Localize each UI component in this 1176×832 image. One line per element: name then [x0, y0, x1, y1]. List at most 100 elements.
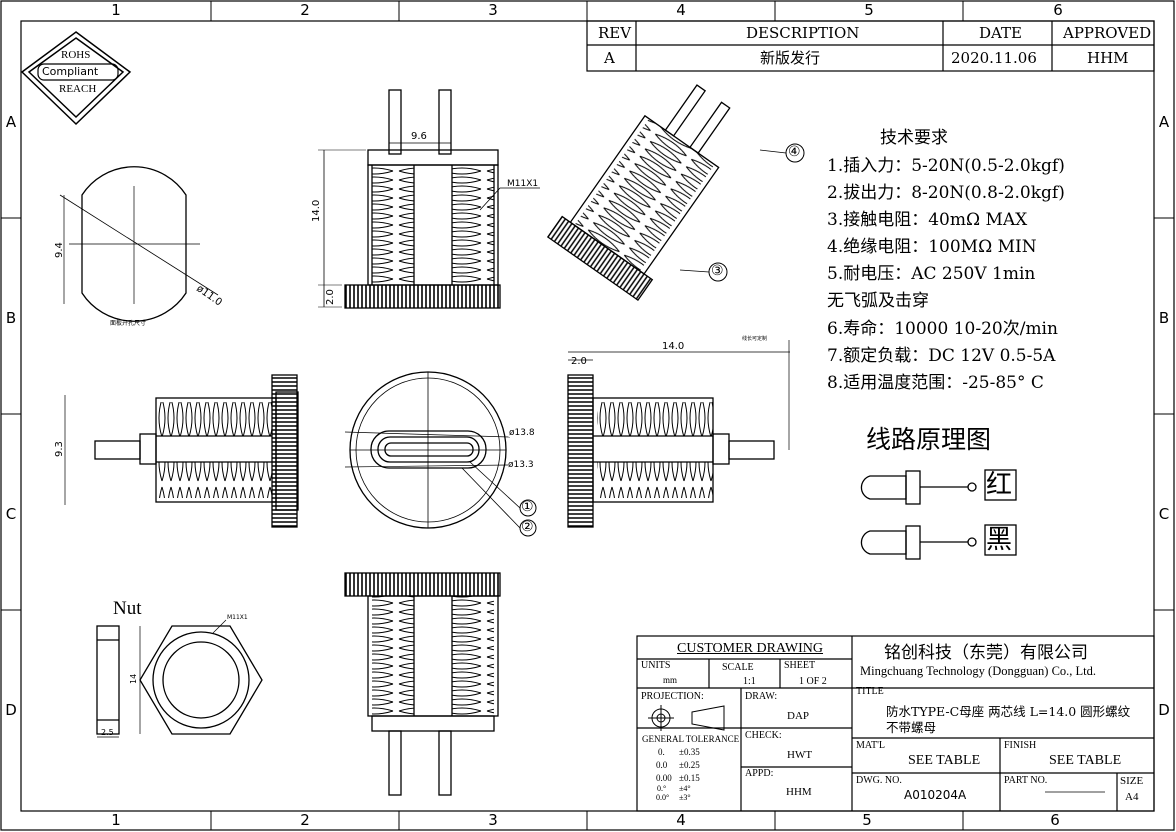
- tech-req-item: 1.插入力：5-20N(0.5-2.0kgf): [827, 156, 1065, 176]
- side-note: 线长可定制: [742, 336, 768, 342]
- tol-key: 0.°: [657, 784, 667, 793]
- zone-col-1-top: 1: [111, 1, 121, 19]
- check-value: HWT: [787, 749, 813, 761]
- appd-value: HHM: [786, 786, 812, 798]
- zone-col-3-bottom: 3: [488, 811, 498, 829]
- scale-value: 1:1: [743, 676, 756, 687]
- dim-nut-height: 14: [129, 673, 138, 684]
- tol-value: ±0.25: [679, 760, 700, 770]
- callout-2: ②: [521, 519, 534, 535]
- dim-width-top: 9.6: [411, 131, 427, 142]
- zone-row-a-right: A: [1158, 113, 1170, 131]
- zone-col-3-top: 3: [488, 1, 498, 19]
- dim-side-length: 14.0: [662, 341, 685, 352]
- zone-col-2-bottom: 2: [300, 811, 310, 829]
- nut-view: [96, 619, 263, 738]
- dwg-no-value: A010204A: [904, 788, 967, 802]
- left-side-view: [64, 374, 299, 528]
- rohs-badge-icon: [20, 31, 132, 126]
- description-header: DESCRIPTION: [746, 24, 860, 42]
- zone-col-6-top: 6: [1053, 1, 1063, 19]
- callout-1: ①: [521, 499, 534, 515]
- zone-row-d-right: D: [1158, 701, 1170, 719]
- title-line-2: 不带螺母: [886, 720, 937, 735]
- tech-req-item: 7.额定负载：DC 12V 0.5-5A: [827, 346, 1056, 366]
- finish-value: SEE TABLE: [1049, 753, 1122, 768]
- nut-thread-label: M11X1: [227, 614, 248, 621]
- title-block-grid: [636, 635, 1155, 812]
- wire-black-label: 黑: [986, 525, 1013, 555]
- nut-label: Nut: [113, 598, 142, 619]
- dim-flange: 2.0: [325, 289, 336, 305]
- projection-label: PROJECTION:: [641, 691, 704, 702]
- dim-nut-thick: 2.5: [101, 728, 114, 737]
- material-label: MAT'L: [856, 740, 886, 751]
- callout-4: ④: [788, 144, 801, 160]
- dim-panel-width: 9.4: [54, 242, 65, 258]
- part-no-label: PART NO.: [1004, 775, 1048, 786]
- tech-req-item: 4.绝缘电阻：100MΩ MIN: [827, 237, 1037, 257]
- tech-req-item: 2.拔出力：8-20N(0.8-2.0kgf): [827, 183, 1065, 203]
- customer-drawing-label: CUSTOMER DRAWING: [677, 641, 824, 656]
- dim-side-height: 9.3: [54, 441, 65, 457]
- rev-value: A: [604, 49, 615, 67]
- right-side-view: [567, 340, 790, 528]
- rohs-text: ROHS: [61, 49, 91, 61]
- thread-label: M11X1: [507, 179, 539, 189]
- tech-req-item: 8.适用温度范围：-25-85° C: [827, 373, 1044, 393]
- dwg-no-label: DWG. NO.: [856, 775, 902, 786]
- tol-key: 0.00: [656, 773, 672, 783]
- reach-text: REACH: [59, 83, 97, 95]
- compliant-text: Compliant: [42, 65, 99, 78]
- bottom-elevation-view: [344, 572, 501, 796]
- company-name-cn: 铭创科技（东莞）有限公司: [884, 643, 1088, 663]
- general-tolerance-label: GENERAL TOLERANCE: [642, 734, 740, 744]
- finish-label: FINISH: [1004, 740, 1037, 751]
- tol-key: 0.0°: [656, 793, 670, 802]
- sheet-label: SHEET: [784, 660, 816, 671]
- approved-value: HHM: [1087, 49, 1129, 67]
- zone-row-a-left: A: [5, 113, 17, 131]
- front-elevation-view: [318, 89, 540, 309]
- circuit-schematic: [860, 469, 1017, 560]
- approved-header: APPROVED: [1063, 24, 1152, 42]
- draw-value: DAP: [787, 710, 810, 722]
- date-header: DATE: [979, 24, 1022, 42]
- tol-key: 0.: [658, 747, 665, 757]
- wire-red-label: 红: [986, 470, 1013, 500]
- material-value: SEE TABLE: [908, 753, 981, 768]
- tol-value: ±0.15: [679, 773, 700, 783]
- title-line-1: 防水TYPE-C母座 两芯线 L=14.0 圆形螺纹: [886, 704, 1131, 719]
- rev-header: REV: [598, 24, 632, 42]
- tech-req-item: 无飞弧及击穿: [827, 291, 929, 311]
- isometric-view: [546, 84, 805, 302]
- panel-cutout-view: [59, 166, 219, 322]
- description-value: 新版发行: [760, 49, 821, 67]
- tol-value: ±3°: [679, 793, 691, 802]
- callout-3: ③: [711, 263, 724, 279]
- dim-front-dia1: ø13.8: [509, 428, 535, 438]
- zone-row-b-left: B: [5, 309, 17, 327]
- tol-value: ±0.35: [679, 747, 700, 757]
- zone-col-2-top: 2: [300, 1, 310, 19]
- title-label: TITLE: [856, 686, 884, 697]
- zone-row-d-left: D: [5, 701, 17, 719]
- appd-label: APPD:: [745, 768, 774, 779]
- size-value: A4: [1125, 791, 1139, 803]
- zone-col-5-top: 5: [864, 1, 874, 19]
- sheet-value: 1 OF 2: [799, 676, 827, 687]
- front-face-view: [344, 371, 537, 537]
- circuit-title: 线路原理图: [866, 425, 992, 454]
- date-value: 2020.11.06: [951, 49, 1037, 67]
- zone-col-4-bottom: 4: [676, 811, 686, 829]
- revision-table-grid: [586, 20, 1155, 72]
- dim-height: 14.0: [311, 199, 322, 222]
- company-name-en: Mingchuang Technology (Dongguan) Co., Lt…: [860, 664, 1097, 678]
- scale-label: SCALE: [722, 662, 754, 673]
- zone-row-c-left: C: [5, 505, 17, 523]
- dim-front-dia2: ø13.3: [508, 460, 534, 470]
- tol-key: 0.0: [656, 760, 668, 770]
- zone-col-6-bottom: 6: [1050, 811, 1060, 829]
- draw-label: DRAW:: [745, 691, 778, 702]
